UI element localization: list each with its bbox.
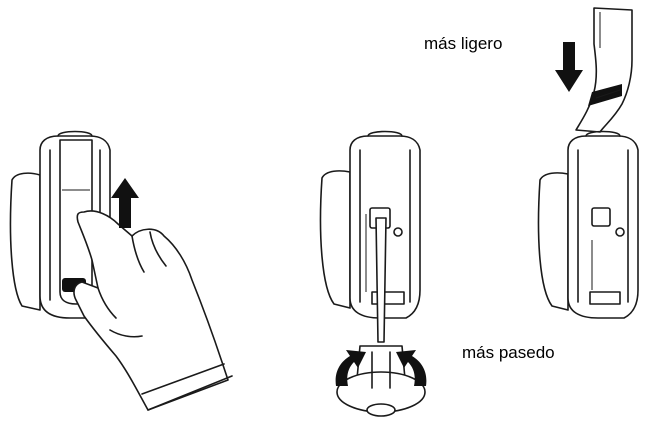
- panel-2-screwdriver: [319, 130, 427, 417]
- rotate-arrows-icon: [335, 350, 427, 386]
- arrow-up-icon: [111, 178, 139, 228]
- panel-3-counterweight: [537, 7, 639, 319]
- screwdriver-icon: [336, 217, 426, 417]
- device-body-3: [537, 130, 639, 319]
- label-heavier: más pasedo: [462, 343, 555, 362]
- arrow-down-icon: [555, 42, 583, 92]
- cover-piece: [575, 7, 633, 133]
- device-body-2: [319, 130, 421, 319]
- hand: [73, 210, 233, 411]
- panel-1-lift-cover: [9, 130, 233, 411]
- label-lighter: más ligero: [424, 34, 503, 53]
